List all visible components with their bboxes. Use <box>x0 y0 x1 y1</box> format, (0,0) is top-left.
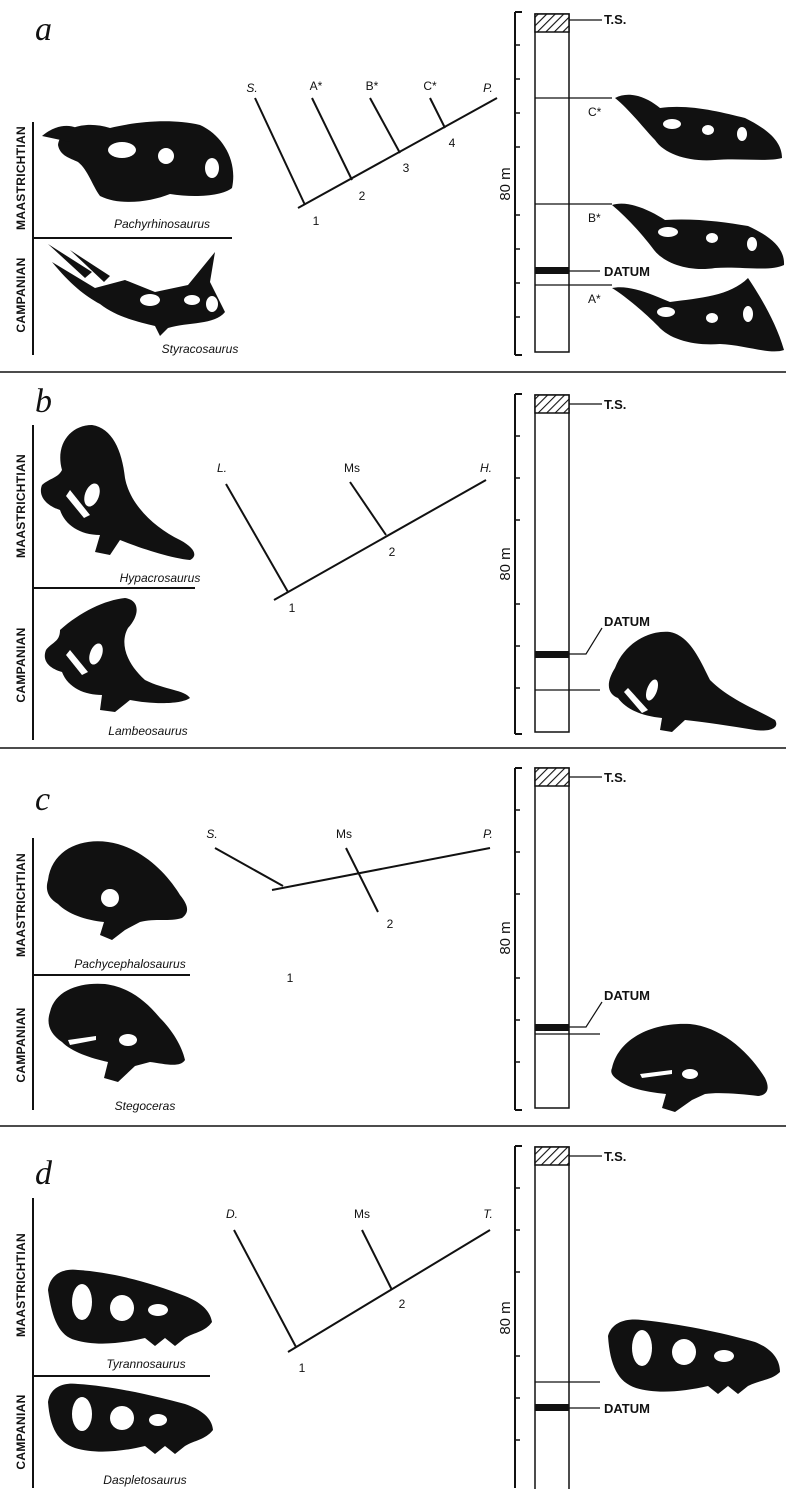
stratigraphic-column-b: 80 m <box>497 394 602 734</box>
skull-specimen-b <box>612 204 784 269</box>
skull-stegoceras <box>49 984 186 1082</box>
stratigraphic-column-d: 80 m <box>497 1146 602 1489</box>
column-scale-label: 80 m <box>497 167 514 200</box>
tip-label: D. <box>226 1207 238 1221</box>
taxon-label-daspletosaurus: Daspletosaurus <box>103 1473 186 1487</box>
datum-label: DATUM <box>604 988 650 1003</box>
node-label: 2 <box>359 189 366 203</box>
panel-a: a MAASTRICHTIAN CAMPANIAN Pachyrhinosaur… <box>14 11 784 356</box>
panel-letter: d <box>35 1155 53 1192</box>
tip-label: A* <box>310 79 323 93</box>
stage-label-campanian: CAMPANIAN <box>14 1394 28 1469</box>
top-label: T.S. <box>604 397 626 412</box>
node-label: 4 <box>449 136 456 150</box>
tip-label: Ms <box>344 461 360 475</box>
tip-label: C* <box>423 79 437 93</box>
node-label: 1 <box>299 1361 306 1375</box>
datum-label: DATUM <box>604 614 650 629</box>
tip-label: S. <box>246 81 257 95</box>
node-label: 2 <box>399 1297 406 1311</box>
cladogram-d <box>234 1230 490 1352</box>
top-label: T.S. <box>604 12 626 27</box>
horizon-label: C* <box>588 105 602 119</box>
skull-styracosaurus <box>48 244 225 336</box>
skull-pachyrhinosaurus <box>42 121 233 202</box>
column-scale-label: 80 m <box>497 921 514 954</box>
skull-specimen-d2 <box>608 1320 780 1394</box>
horizon-label: A* <box>588 292 601 306</box>
stage-label-campanian: CAMPANIAN <box>14 1007 28 1082</box>
skull-pachycephalosaurus <box>47 841 187 940</box>
cladogram-b <box>226 480 486 600</box>
taxon-label-hypacrosaurus: Hypacrosaurus <box>120 571 201 585</box>
node-label: 1 <box>313 214 320 228</box>
taxon-label-pachycephalosaurus: Pachycephalosaurus <box>74 957 185 971</box>
skull-hypacrosaurus <box>41 425 194 560</box>
skull-specimen-a <box>612 278 784 351</box>
column-scale-label: 80 m <box>497 547 514 580</box>
tip-label: L. <box>217 461 227 475</box>
tip-label: Ms <box>354 1207 370 1221</box>
stage-label-maastrichtian: MAASTRICHTIAN <box>14 454 28 558</box>
cladogram-c <box>215 848 490 912</box>
stage-label-maastrichtian: MAASTRICHTIAN <box>14 853 28 957</box>
skull-tyrannosaurus <box>48 1270 212 1346</box>
tip-label: H. <box>480 461 492 475</box>
panel-letter: b <box>35 383 52 420</box>
taxon-label-tyrannosaurus: Tyrannosaurus <box>106 1357 185 1371</box>
tip-label: P. <box>483 827 493 841</box>
node-label: 1 <box>289 601 296 615</box>
skull-specimen-c2 <box>611 1024 767 1112</box>
panel-d: d MAASTRICHTIAN CAMPANIAN Tyrannosaurus … <box>14 1146 780 1489</box>
panel-letter: a <box>35 11 52 48</box>
datum-label: DATUM <box>604 1401 650 1416</box>
tip-label: T. <box>483 1207 493 1221</box>
node-label: 3 <box>403 161 410 175</box>
column-scale-label: 80 m <box>497 1301 514 1334</box>
datum-label: DATUM <box>604 264 650 279</box>
taxon-label-stegoceras: Stegoceras <box>115 1099 176 1113</box>
stage-label-maastrichtian: MAASTRICHTIAN <box>14 126 28 230</box>
taxon-label-lambeosaurus: Lambeosaurus <box>108 724 187 738</box>
cladogram-a <box>255 98 497 208</box>
panel-letter: c <box>35 781 50 818</box>
panel-b: b MAASTRICHTIAN CAMPANIAN Hypacrosaurus … <box>14 383 776 740</box>
skull-daspletosaurus <box>48 1384 213 1454</box>
top-label: T.S. <box>604 1149 626 1164</box>
skull-lambeosaurus <box>45 598 190 712</box>
taxon-label-pachyrhinosaurus: Pachyrhinosaurus <box>114 217 210 231</box>
horizon-label: B* <box>588 211 601 225</box>
tip-label: S. <box>206 827 217 841</box>
stratigraphic-column-c: 80 m <box>497 768 602 1110</box>
tip-label: Ms <box>336 827 352 841</box>
tip-label: P. <box>483 81 493 95</box>
stage-label-campanian: CAMPANIAN <box>14 257 28 332</box>
node-label: 2 <box>389 545 396 559</box>
node-label: 2 <box>387 917 394 931</box>
stage-label-campanian: CAMPANIAN <box>14 627 28 702</box>
skull-specimen-b2 <box>609 632 776 732</box>
node-label: 1 <box>287 971 294 985</box>
tip-label: B* <box>366 79 379 93</box>
panel-c: c MAASTRICHTIAN CAMPANIAN Pachycephalosa… <box>14 768 768 1113</box>
skull-specimen-c <box>615 95 782 161</box>
taxon-label-styracosaurus: Styracosaurus <box>162 342 239 356</box>
stage-label-maastrichtian: MAASTRICHTIAN <box>14 1233 28 1337</box>
top-label: T.S. <box>604 770 626 785</box>
